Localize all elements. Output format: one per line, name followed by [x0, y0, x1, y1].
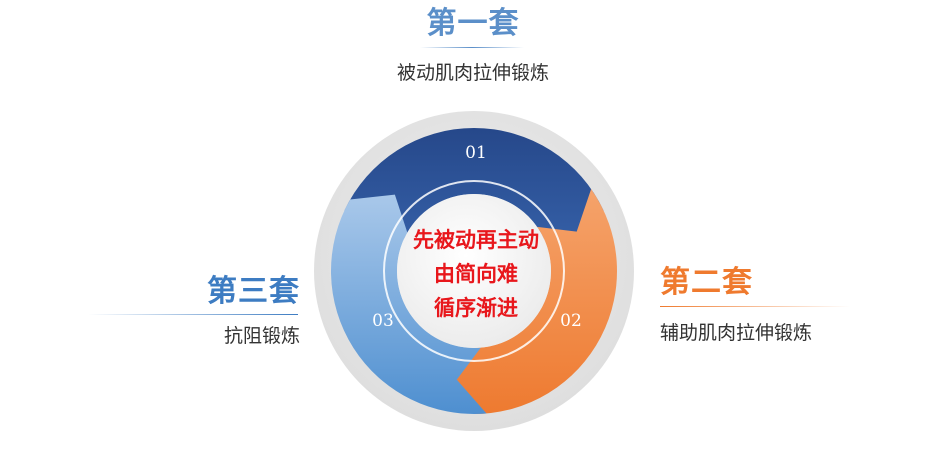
- first-set-divider: [420, 47, 524, 48]
- center-line-1: 先被动再主动: [413, 228, 539, 252]
- first-set-desc: 被动肌肉拉伸锻炼: [396, 62, 549, 84]
- third-set-title: 第三套: [207, 274, 300, 309]
- second-set-title: 第二套: [660, 265, 753, 300]
- second-set-divider: [660, 306, 850, 307]
- first-set-label: 第一套 被动肌肉拉伸锻炼: [373, 6, 573, 85]
- center-line-2: 由简向难: [434, 262, 518, 286]
- segment-third: [331, 194, 487, 414]
- segment-number-first: 01: [465, 143, 487, 163]
- segment-second: [447, 188, 617, 414]
- segment-first: [344, 128, 604, 251]
- segment-number-third: 03: [372, 311, 394, 331]
- second-set-label: 第二套 辅助肌肉拉伸锻炼: [660, 265, 880, 345]
- first-set-title: 第一套: [426, 6, 520, 41]
- inner-ring-line: [383, 180, 565, 362]
- third-set-desc: 抗阻锻炼: [223, 325, 300, 347]
- center-disc: [397, 194, 551, 348]
- second-set-desc: 辅助肌肉拉伸锻炼: [660, 322, 813, 344]
- third-set-label: 第三套 抗阻锻炼: [150, 274, 300, 348]
- center-line-3: 循序渐进: [434, 296, 518, 320]
- segment-number-second: 02: [560, 311, 582, 331]
- third-set-divider: [88, 314, 298, 315]
